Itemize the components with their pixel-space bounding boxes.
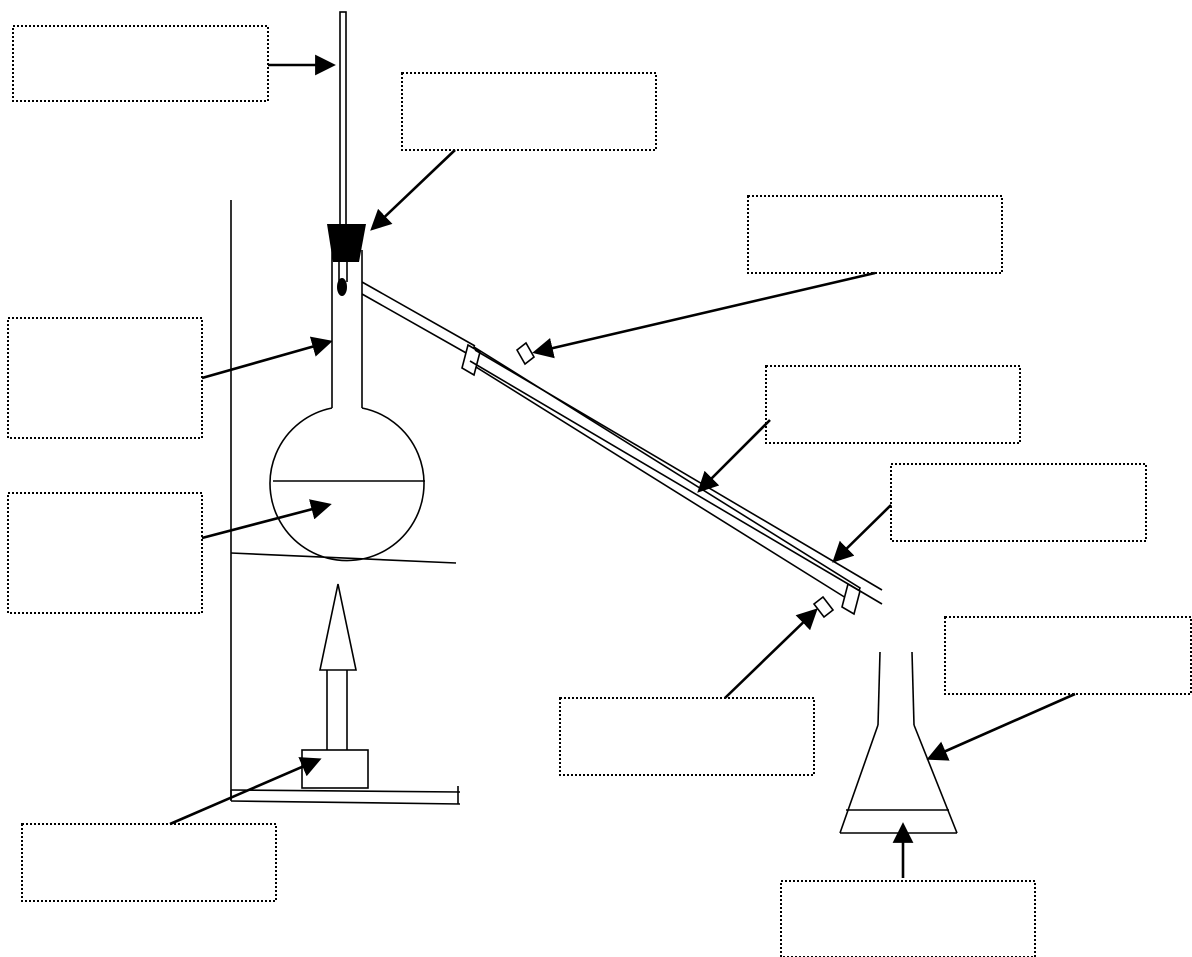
arrow-condenser: [697, 419, 771, 493]
label-box-receiving-flask[interactable]: [944, 616, 1192, 695]
distillation-flask: [269, 250, 476, 562]
arrow-distillation-flask: [201, 336, 333, 380]
condenser-collar-top: [461, 343, 481, 377]
arrow-heat-source: [169, 757, 322, 826]
label-box-condenser-end[interactable]: [890, 463, 1147, 542]
flame-arrow: [319, 583, 357, 671]
arrow-receiving-flask: [926, 692, 1076, 761]
arrow-condenser-end: [832, 504, 892, 563]
label-box-distillate[interactable]: [780, 880, 1036, 957]
label-box-heat-source[interactable]: [21, 823, 277, 902]
label-box-water-in[interactable]: [559, 697, 815, 776]
label-box-condenser[interactable]: [765, 365, 1021, 444]
burner: [301, 583, 369, 789]
rubber-stopper: [327, 224, 366, 262]
arrow-liquid-mixture: [201, 499, 332, 540]
thermometer-bulb: [337, 278, 347, 296]
arrow-stopper: [370, 149, 456, 231]
receiving-flask: [839, 651, 958, 834]
label-box-liquid-mixture[interactable]: [7, 492, 203, 614]
label-box-water-out[interactable]: [747, 195, 1003, 274]
stand-base: [230, 786, 461, 805]
label-box-distillation-flask[interactable]: [7, 317, 203, 439]
clamp-arm: [230, 552, 457, 564]
water-inlet-nozzle: [812, 595, 835, 619]
burner-base: [301, 749, 369, 789]
label-box-thermometer[interactable]: [12, 25, 269, 102]
retort-stand: [230, 200, 461, 805]
condenser: [461, 341, 883, 619]
water-outlet-nozzle: [515, 341, 536, 366]
label-box-stopper[interactable]: [401, 72, 657, 151]
arrow-water-in: [724, 608, 818, 699]
arrow-water-out: [532, 271, 876, 359]
